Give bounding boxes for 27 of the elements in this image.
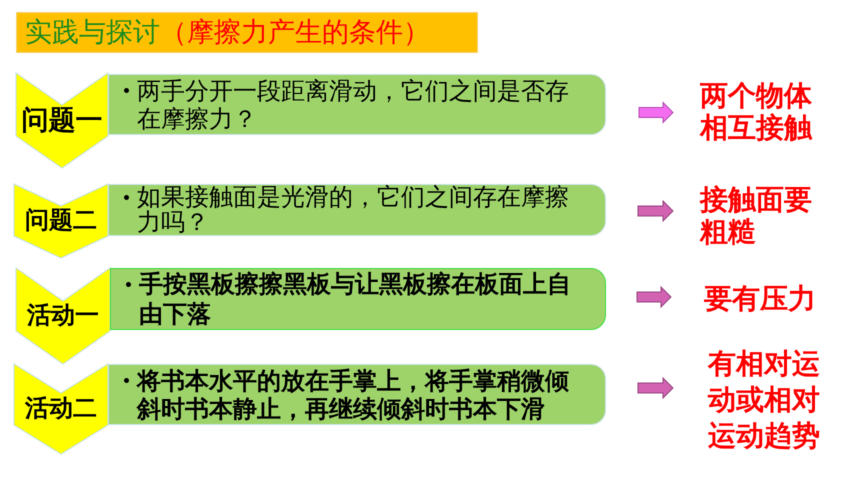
chevron-shape: [14, 184, 108, 258]
bullet-text: 将书本水平的放在手掌上，将手掌稍微倾斜时书本静止，再继续倾斜时书本下滑: [137, 366, 570, 422]
step-label: 活动一: [27, 302, 99, 330]
chevron-shape: [14, 364, 108, 454]
block-arrow: [638, 101, 674, 124]
block-arrow: [638, 376, 674, 400]
block-arrow: [638, 200, 674, 222]
conclusion-text: 接触面要粗糙: [700, 184, 813, 248]
content-bar: [108, 184, 606, 236]
bullet-text: 两手分开一段距离滑动，它们之间是否存在摩擦力？: [137, 76, 570, 132]
subtitle-text: （摩擦力产生的条件）: [160, 16, 430, 48]
step-label: 问题一: [22, 104, 102, 136]
chevron-shape: [16, 73, 108, 168]
chevron-shape: [16, 268, 110, 364]
title-text: 实践与探讨: [25, 16, 160, 48]
conclusion-text: 要有压力: [704, 283, 817, 315]
content-bar: [108, 364, 606, 425]
content-bar: [108, 74, 606, 135]
step-label: 问题二: [25, 207, 97, 235]
bullet-text: 如果接触面是光滑的，它们之间存在摩擦力吗？: [137, 185, 570, 235]
step-label: 活动二: [25, 395, 97, 423]
bullet-text: 手按黑板擦擦黑板与让黑板擦在板面上自由下落: [139, 269, 572, 329]
block-arrow: [636, 286, 672, 308]
conclusion-text: 有相对运动或相对运动趋势: [708, 346, 821, 454]
title-banner: [16, 12, 478, 53]
content-bar: [110, 268, 606, 330]
conclusion-text: 两个物体相互接触: [700, 80, 814, 144]
